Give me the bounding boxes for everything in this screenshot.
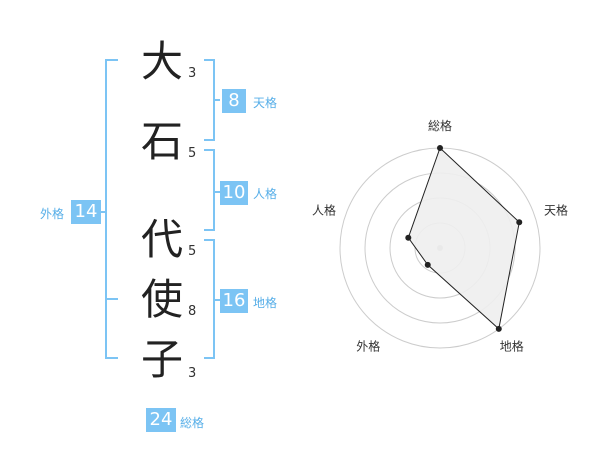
radar-axis-label-3: 地格	[500, 339, 524, 354]
name-char-5: 子	[140, 335, 183, 384]
chikaku-label: 地格	[253, 296, 278, 310]
radar-point-3	[495, 325, 502, 332]
chikaku-value: 16	[220, 289, 248, 313]
name-char-2: 石	[140, 117, 183, 166]
radar-point-5	[405, 234, 412, 241]
soukaku-value: 24	[146, 408, 176, 432]
name-char-1: 大	[140, 37, 183, 86]
jinkaku-label: 人格	[253, 187, 278, 201]
radar-point-4	[424, 261, 431, 268]
radar-point-2	[516, 219, 523, 226]
tenkaku-value: 8	[222, 89, 246, 113]
radar-axis-label-1: 総格	[428, 118, 452, 133]
fortune-brackets	[100, 59, 220, 359]
jinkaku-value: 10	[220, 181, 248, 205]
chikaku-bracket	[204, 239, 215, 359]
tenkaku-bracket	[204, 59, 215, 141]
radar-axis-label-4: 外格	[356, 339, 380, 354]
gaikaku-value: 14	[71, 200, 101, 224]
gaikaku-bracket	[105, 59, 118, 359]
tenkaku-label: 天格	[253, 96, 278, 110]
stroke-count-2: 5	[188, 146, 197, 161]
gaikaku-label: 外格	[40, 207, 65, 221]
radar-axis-label-5: 人格	[312, 202, 336, 217]
radar-area	[407, 147, 520, 330]
stroke-count-4: 8	[188, 304, 197, 319]
jinkaku-bracket	[204, 149, 215, 231]
radar-points	[405, 145, 523, 332]
name-char-4: 使	[140, 275, 183, 324]
soukaku-label: 総格	[180, 416, 205, 430]
stroke-count-1: 3	[188, 66, 197, 81]
name-char-3: 代	[140, 215, 183, 264]
stroke-count-3: 5	[188, 244, 197, 259]
radar-point-1	[437, 145, 443, 151]
radar-axis-label-2: 天格	[544, 202, 568, 217]
stroke-count-5: 3	[188, 366, 197, 381]
